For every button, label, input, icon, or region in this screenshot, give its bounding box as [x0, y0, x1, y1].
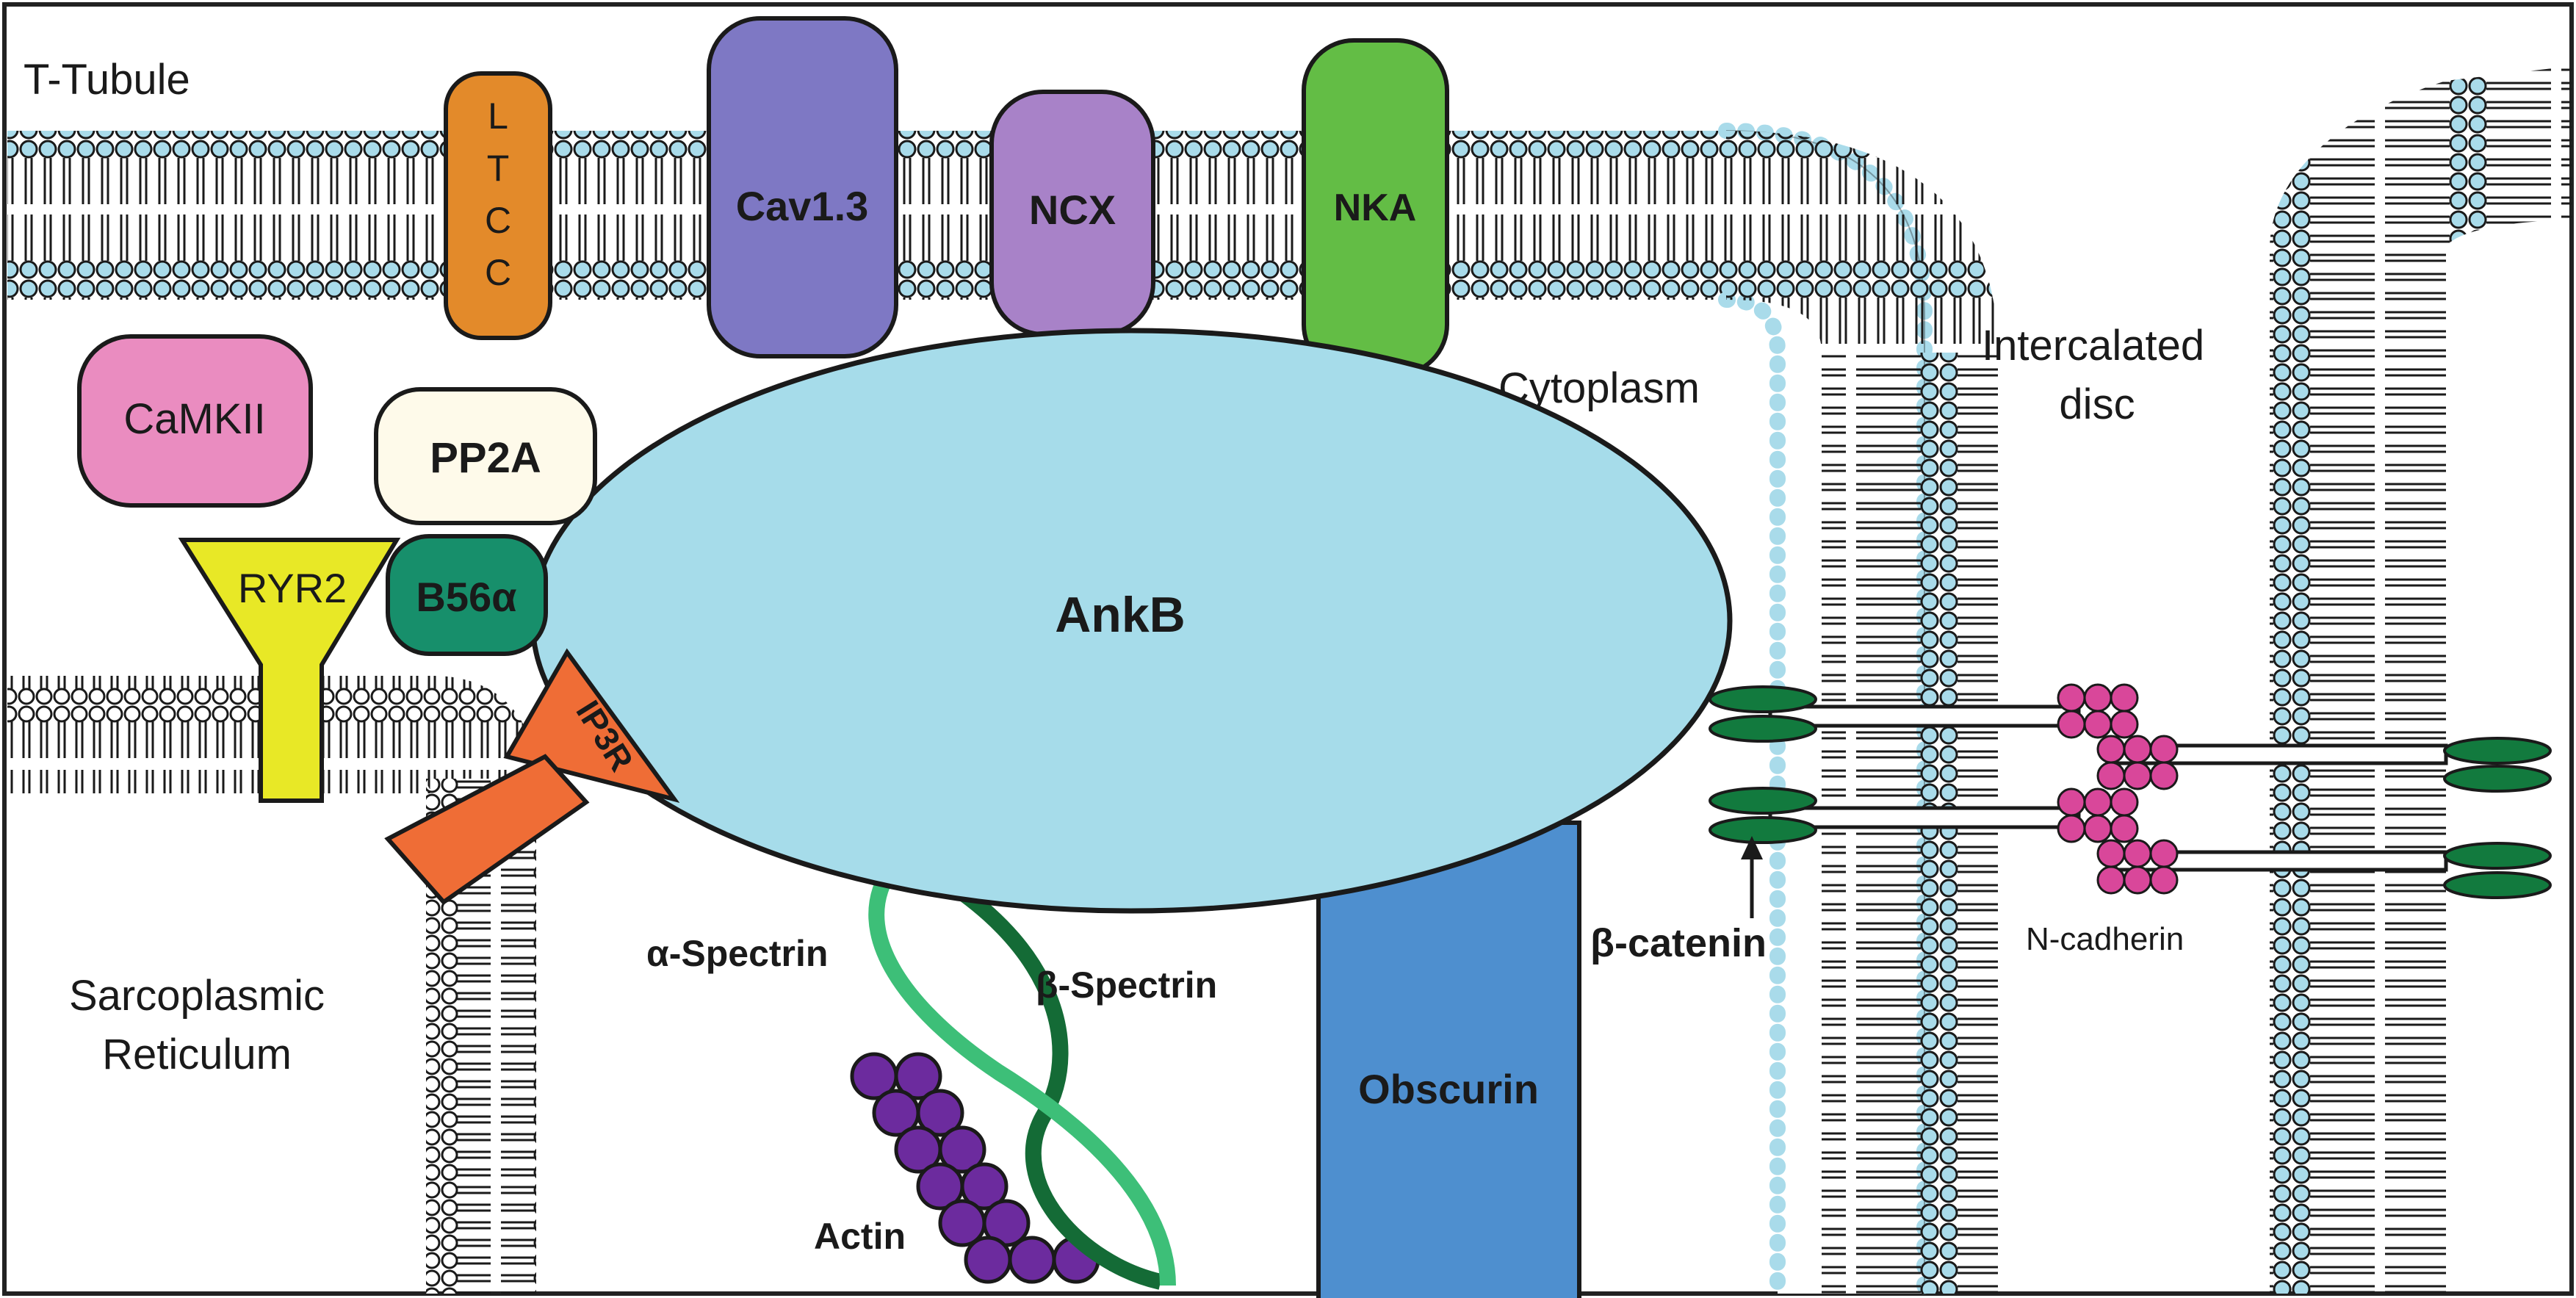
alpha-spectrin-label: α-Spectrin — [646, 933, 828, 974]
sr-membrane-horizontal — [7, 676, 433, 793]
catenin-oval — [1709, 715, 1817, 743]
cadherin-bead — [2057, 710, 2086, 739]
catenin-oval — [2443, 842, 2552, 870]
cav13-label: Cav1.3 — [736, 183, 869, 229]
cadherin-bead — [2149, 761, 2179, 790]
cadherin-bead — [2149, 865, 2179, 895]
right-disc-vertical-membrane — [2270, 250, 2446, 1294]
ltcc-channel — [444, 71, 552, 340]
obscurin-label: Obscurin — [1358, 1066, 1539, 1112]
cadherin-bead — [2123, 735, 2152, 764]
ncx-label: NCX — [1029, 187, 1116, 233]
ryr2-label: RYR2 — [238, 565, 347, 611]
b56a-label: B56α — [416, 574, 516, 620]
beta-spectrin-label: β-Spectrin — [1036, 965, 1217, 1006]
ltcc-letter-2: T — [487, 148, 510, 189]
actin-bead — [964, 1236, 1012, 1284]
b56a-subunit — [386, 534, 548, 656]
cadherin-bead — [2110, 710, 2139, 739]
cadherin-bead — [2149, 839, 2179, 868]
cadherin-bead — [2057, 683, 2086, 713]
actin-bead — [916, 1089, 964, 1137]
catenin-oval — [1709, 685, 1817, 713]
sr-label-line1: Sarcoplasmic — [69, 972, 325, 1020]
catenin-oval — [2443, 737, 2552, 765]
cadherin-bead — [2057, 787, 2086, 817]
actin-bead — [1008, 1236, 1056, 1284]
sr-membrane-corner — [426, 676, 536, 793]
nka-label: NKA — [1334, 187, 1417, 229]
ip3r-lower — [384, 754, 590, 905]
cadherin-bead — [2083, 787, 2113, 817]
cadherin-bead — [2096, 761, 2126, 790]
cadherin-bead — [2149, 735, 2179, 764]
cadherin-bead — [2123, 839, 2152, 868]
cadherin-bead — [2096, 839, 2126, 868]
catenin-oval — [2443, 871, 2552, 899]
camkii-kinase — [77, 334, 313, 508]
intercalated-label: Intercalated — [1982, 322, 2204, 369]
cadherin-bead — [2123, 761, 2152, 790]
membrane-corner-left-inner — [1718, 292, 1786, 1298]
cadherin-bead — [2096, 735, 2126, 764]
cadherin-rod — [1768, 704, 2081, 728]
camkii-label: CaMKII — [123, 395, 265, 443]
pp2a-phosphatase — [374, 387, 597, 525]
obscurin-bar — [1316, 821, 1581, 1298]
actin-filament — [850, 1052, 1100, 1284]
t-tubule-label: T-Tubule — [24, 56, 190, 104]
cadherin-bead — [2110, 787, 2139, 817]
actin-bead — [938, 1125, 986, 1174]
beta-catenin-label: β-catenin — [1590, 921, 1767, 965]
n-cadherin-label: N-cadherin — [2026, 921, 2184, 957]
cadherin-bead — [2083, 814, 2113, 843]
cadherin-bead — [2057, 814, 2086, 843]
cav13-channel — [707, 16, 898, 358]
right-disc-curve-membrane — [2270, 66, 2572, 250]
ltcc-letter-1: L — [488, 95, 508, 137]
cadherin-bead — [2096, 865, 2126, 895]
alpha-spectrin-strand — [868, 862, 1176, 1286]
cadherin-bead — [2110, 683, 2139, 713]
pp2a-label: PP2A — [430, 434, 541, 482]
beta-catenin-arrowhead — [1741, 836, 1763, 859]
junction-top — [1709, 685, 2552, 793]
ltcc-letter-3: C — [485, 200, 511, 241]
cadherin-bead — [2083, 710, 2113, 739]
disc-label: disc — [2059, 381, 2135, 428]
cadherin-bead — [2123, 865, 2152, 895]
cadherin-bead — [2110, 814, 2139, 843]
left-disc-curve-membrane — [1726, 131, 1998, 353]
ltcc-letter-4: C — [485, 252, 511, 293]
sr-label-line2: Reticulum — [102, 1031, 292, 1078]
catenin-oval — [1709, 816, 1817, 844]
cadherin-rod — [1768, 806, 2081, 829]
actin-bead — [894, 1052, 942, 1100]
n-cadherin-cluster — [2057, 683, 2179, 895]
catenin-oval — [2443, 765, 2552, 793]
catenin-oval — [1709, 787, 1817, 815]
ryr2-receptor — [178, 538, 401, 803]
actin-bead — [960, 1162, 1009, 1211]
cadherin-bead — [2083, 683, 2113, 713]
ankb-label: AnkB — [1055, 587, 1186, 643]
actin-label: Actin — [814, 1216, 906, 1257]
